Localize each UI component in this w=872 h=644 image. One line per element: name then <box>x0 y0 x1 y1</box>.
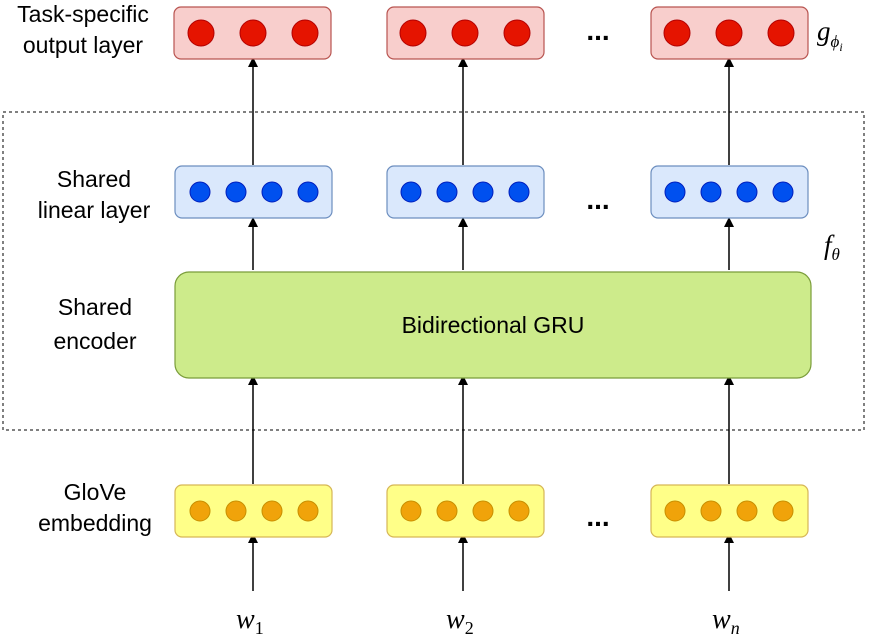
input-token-1: w1 <box>236 604 264 638</box>
embed-box-1 <box>174 484 333 538</box>
output-node <box>239 19 267 47</box>
f-theta-symbol: fθ <box>824 230 840 264</box>
embed-box-2 <box>386 484 545 538</box>
linear-node <box>189 181 211 203</box>
linear-box-n <box>650 165 809 219</box>
ellipsis-linear: ... <box>586 184 609 215</box>
output-node <box>291 19 319 47</box>
ellipsis-embed: ... <box>586 501 609 532</box>
gru-label: Bidirectional GRU <box>402 312 585 338</box>
encoder-label-line2: encoder <box>53 328 136 354</box>
embed-label-line2: embedding <box>38 510 152 536</box>
embed-node <box>508 500 530 522</box>
linear-node <box>297 181 319 203</box>
encoder-label-line1: Shared <box>58 294 132 320</box>
output-node <box>399 19 427 47</box>
linear-label-line2: linear layer <box>38 197 151 223</box>
gru-block <box>174 271 812 379</box>
embed-node <box>225 500 247 522</box>
linear-box-2 <box>386 165 545 219</box>
embed-node <box>297 500 319 522</box>
output-node <box>663 19 691 47</box>
linear-label-line1: Shared <box>57 166 131 192</box>
linear-node <box>261 181 283 203</box>
shared-params-region <box>2 111 865 431</box>
embed-node <box>436 500 458 522</box>
embed-label-line1: GloVe <box>64 479 127 505</box>
embed-node <box>261 500 283 522</box>
linear-node <box>225 181 247 203</box>
input-token-2: w2 <box>446 604 474 638</box>
embed-box-n <box>650 484 809 538</box>
embed-node <box>472 500 494 522</box>
embed-node <box>189 500 211 522</box>
linear-box-1 <box>174 165 333 219</box>
linear-node <box>736 181 758 203</box>
embed-node <box>400 500 422 522</box>
linear-node <box>700 181 722 203</box>
embed-node <box>772 500 794 522</box>
linear-node <box>472 181 494 203</box>
linear-node <box>664 181 686 203</box>
output-node <box>715 19 743 47</box>
output-label-line1: Task-specific <box>17 1 149 27</box>
output-node <box>767 19 795 47</box>
embed-node <box>700 500 722 522</box>
ellipsis-output: ... <box>586 15 609 46</box>
output-label-line2: output layer <box>23 32 144 58</box>
linear-node <box>508 181 530 203</box>
output-node <box>503 19 531 47</box>
embed-node <box>664 500 686 522</box>
embed-node <box>736 500 758 522</box>
output-node <box>187 19 215 47</box>
output-node <box>451 19 479 47</box>
g-phi-symbol: gϕi <box>817 16 843 54</box>
linear-node <box>772 181 794 203</box>
linear-node <box>436 181 458 203</box>
input-token-n: wn <box>712 604 740 638</box>
linear-node <box>400 181 422 203</box>
